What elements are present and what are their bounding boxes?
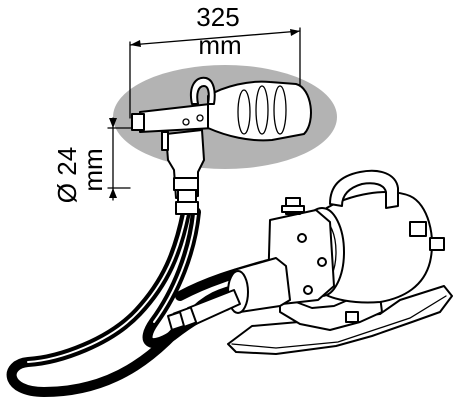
riveting-tool [131,76,312,215]
length-dimension: 325 mm [129,2,301,119]
length-value: 325 [196,2,239,32]
diameter-dimension: Ø 24 mm [52,117,141,203]
hose-fitting [167,289,241,331]
diameter-value: Ø 24 [52,147,82,203]
length-unit: mm [198,30,241,60]
diameter-unit: mm [78,148,108,191]
